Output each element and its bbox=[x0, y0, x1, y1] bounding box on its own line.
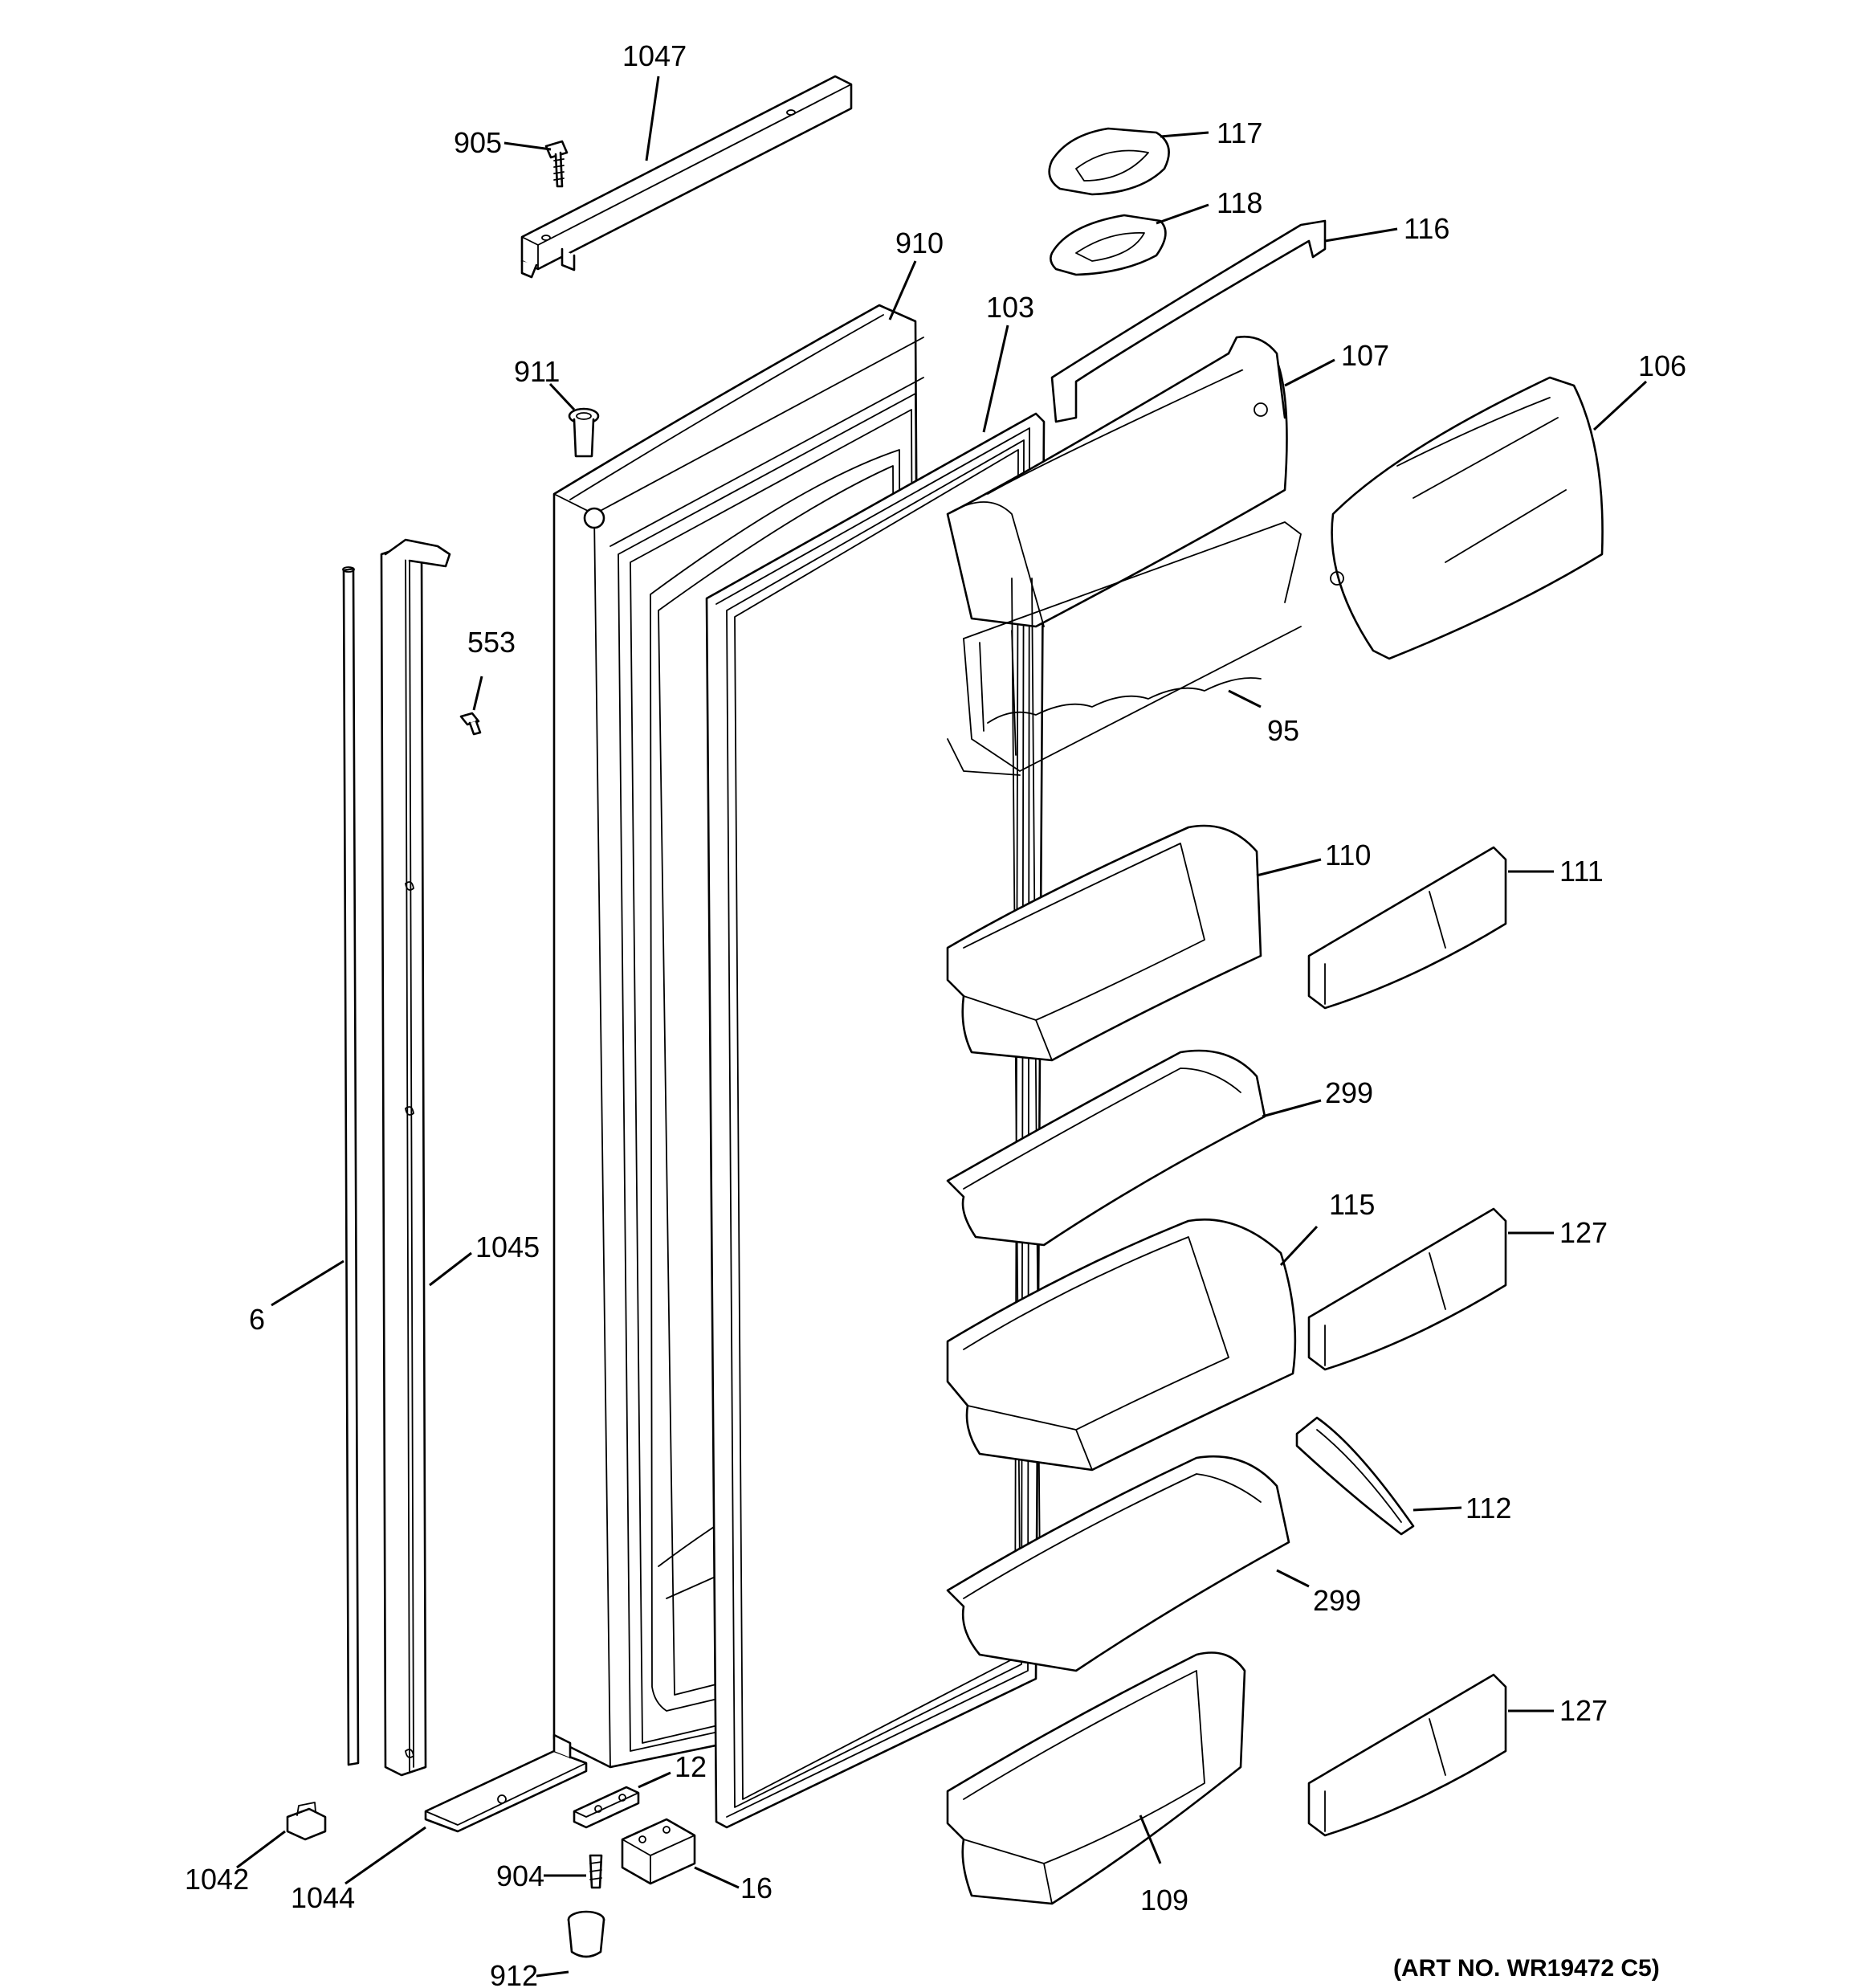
part-127-trim-a bbox=[1307, 1207, 1507, 1371]
callout-904: 904 bbox=[496, 1859, 544, 1892]
callout-106: 106 bbox=[1638, 349, 1686, 382]
part-116-trim bbox=[1050, 219, 1327, 423]
part-553-screw bbox=[459, 712, 482, 736]
part-299-shelf-a bbox=[946, 1049, 1266, 1247]
callout-107: 107 bbox=[1341, 339, 1389, 372]
callout-1044: 1044 bbox=[291, 1881, 355, 1914]
part-905-screw bbox=[544, 140, 569, 188]
part-117-cover bbox=[1048, 127, 1170, 196]
part-1047-top-channel bbox=[520, 75, 853, 279]
part-118-housing bbox=[1050, 214, 1167, 276]
callout-109: 109 bbox=[1140, 1884, 1188, 1917]
callout-110: 110 bbox=[1325, 839, 1371, 872]
part-911-hinge-bushing bbox=[568, 407, 600, 458]
callout-labels: 1047 905 910 911 103 553 6 1045 1042 104… bbox=[185, 39, 1686, 1988]
callout-910: 910 bbox=[895, 227, 944, 259]
callout-6: 6 bbox=[249, 1303, 265, 1336]
callout-127-upper: 127 bbox=[1559, 1216, 1608, 1249]
callout-905: 905 bbox=[454, 126, 502, 159]
part-12-door-stop bbox=[573, 1786, 640, 1829]
part-299-shelf-b bbox=[946, 1455, 1290, 1672]
part-1045-hinge-strip bbox=[380, 538, 451, 1777]
part-107-bin bbox=[946, 335, 1288, 628]
part-103-door-gasket bbox=[705, 412, 1046, 1829]
callout-12: 12 bbox=[675, 1750, 707, 1783]
art-number: (ART NO. WR19472 C5) bbox=[1393, 1955, 1660, 1982]
part-106-cover bbox=[1330, 376, 1604, 660]
part-16-hinge-bracket bbox=[621, 1818, 696, 1885]
callout-111: 111 bbox=[1559, 855, 1604, 888]
part-111-trim bbox=[1307, 846, 1507, 1010]
part-1044-bracket bbox=[424, 1733, 588, 1833]
part-904-screw bbox=[589, 1854, 603, 1889]
callout-299-upper: 299 bbox=[1325, 1076, 1373, 1109]
callout-912: 912 bbox=[490, 1959, 538, 1988]
callout-1042: 1042 bbox=[185, 1863, 249, 1896]
callout-118: 118 bbox=[1217, 186, 1262, 219]
callout-299-lower: 299 bbox=[1313, 1584, 1361, 1617]
callout-112: 112 bbox=[1466, 1492, 1511, 1525]
callout-95: 95 bbox=[1267, 714, 1299, 747]
part-6-rod bbox=[342, 566, 360, 1766]
callout-553: 553 bbox=[467, 626, 516, 659]
part-115-shelf bbox=[946, 1219, 1297, 1472]
part-110-shelf bbox=[946, 824, 1262, 1062]
part-912-hinge-pin bbox=[567, 1910, 605, 1958]
leader-lines bbox=[236, 76, 1648, 1978]
callout-115: 115 bbox=[1329, 1188, 1375, 1221]
callout-117: 117 bbox=[1217, 116, 1262, 149]
part-112-bracket bbox=[1295, 1416, 1415, 1536]
callout-127-lower: 127 bbox=[1559, 1694, 1608, 1727]
callout-16: 16 bbox=[740, 1872, 773, 1904]
part-109-shelf bbox=[946, 1651, 1246, 1905]
callout-1047: 1047 bbox=[622, 39, 687, 72]
callout-911: 911 bbox=[514, 355, 560, 388]
callout-116: 116 bbox=[1404, 212, 1449, 245]
part-1042-clip bbox=[286, 1802, 327, 1841]
callout-1045: 1045 bbox=[475, 1231, 540, 1263]
part-127-trim-b bbox=[1307, 1673, 1507, 1837]
callout-103: 103 bbox=[986, 291, 1034, 324]
